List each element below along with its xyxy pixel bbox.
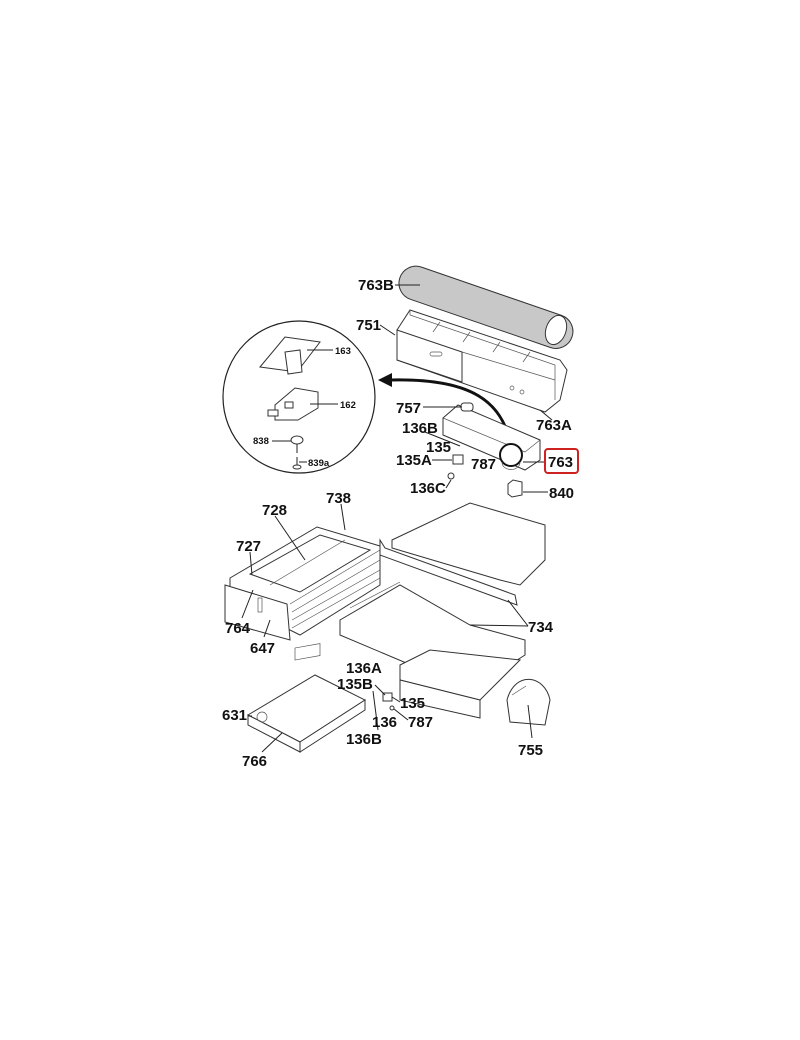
label-136[interactable]: 136 bbox=[372, 714, 397, 731]
label-766[interactable]: 766 bbox=[242, 753, 267, 770]
label-838[interactable]: 838 bbox=[253, 436, 269, 447]
label-728[interactable]: 728 bbox=[262, 502, 287, 519]
label-738[interactable]: 738 bbox=[326, 490, 351, 507]
label-135B[interactable]: 135B bbox=[337, 676, 373, 693]
label-751[interactable]: 751 bbox=[356, 317, 381, 334]
label-727[interactable]: 727 bbox=[236, 538, 261, 555]
label-839a[interactable]: 839a bbox=[308, 458, 330, 469]
part-738-heater[interactable] bbox=[224, 526, 381, 641]
part-763B-tube[interactable] bbox=[394, 262, 577, 353]
highlight-box-763 bbox=[544, 448, 579, 474]
part-136C-ring[interactable] bbox=[447, 472, 455, 480]
leader-lines bbox=[241, 284, 553, 753]
label-136C[interactable]: 136C bbox=[410, 480, 446, 497]
part-763-sensor[interactable] bbox=[499, 443, 523, 470]
label-763[interactable]: 763 bbox=[548, 454, 573, 471]
label-755[interactable]: 755 bbox=[518, 742, 543, 759]
part-162-microswitch[interactable] bbox=[267, 387, 319, 421]
label-764[interactable]: 764 bbox=[225, 620, 251, 637]
label-136B-bottom[interactable]: 136B bbox=[346, 731, 382, 748]
part-838-pin[interactable] bbox=[290, 435, 304, 453]
label-162[interactable]: 162 bbox=[340, 400, 356, 411]
label-135A[interactable]: 135A bbox=[396, 452, 432, 469]
part-787-bottom[interactable] bbox=[389, 705, 395, 711]
label-135-top[interactable]: 135 bbox=[426, 439, 451, 456]
label-787-bottom[interactable]: 787 bbox=[408, 714, 433, 731]
part-751-duct[interactable] bbox=[396, 309, 568, 413]
label-136A[interactable]: 136A bbox=[346, 660, 382, 677]
part-734-base-panels[interactable] bbox=[339, 502, 546, 719]
part-631-tray[interactable] bbox=[246, 643, 367, 753]
label-647[interactable]: 647 bbox=[250, 640, 275, 657]
label-136B-top[interactable]: 136B bbox=[402, 420, 438, 437]
part-840-cap[interactable] bbox=[507, 479, 523, 498]
part-135A-clip[interactable] bbox=[452, 454, 464, 465]
label-734[interactable]: 734 bbox=[528, 619, 554, 636]
label-135-bottom[interactable]: 135 bbox=[400, 695, 425, 712]
label-163[interactable]: 163 bbox=[335, 346, 351, 357]
part-755-cover[interactable] bbox=[506, 678, 551, 726]
label-787-top[interactable]: 787 bbox=[471, 456, 496, 473]
part-labels: 763B 751 163 162 838 839a 757 136B 135 1… bbox=[222, 277, 579, 770]
label-763B[interactable]: 763B bbox=[358, 277, 394, 294]
label-763A[interactable]: 763A bbox=[536, 417, 572, 434]
label-840[interactable]: 840 bbox=[549, 485, 574, 502]
part-839a-screw[interactable] bbox=[292, 457, 302, 470]
label-757[interactable]: 757 bbox=[396, 400, 421, 417]
part-163-bracket[interactable] bbox=[259, 336, 321, 375]
detail-inset bbox=[222, 320, 376, 474]
label-631[interactable]: 631 bbox=[222, 707, 247, 724]
